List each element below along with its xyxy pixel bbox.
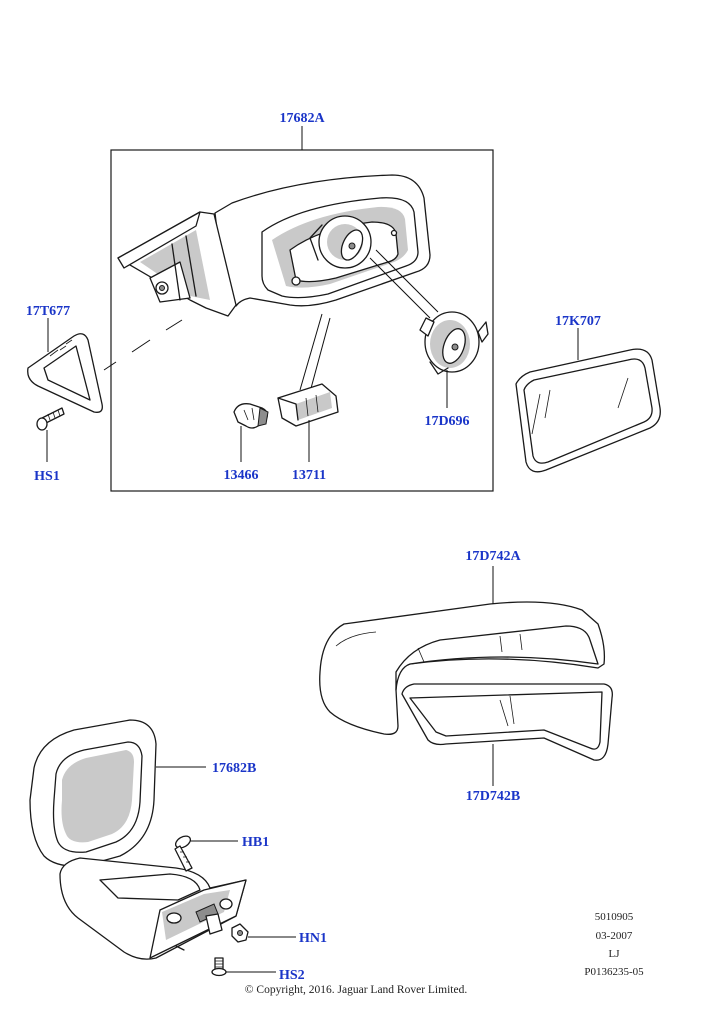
screw-hs1 [36, 407, 65, 431]
meta-line-1: 5010905 [595, 911, 634, 923]
nut-hn1 [231, 923, 249, 943]
callout-17682B[interactable]: 17682B [212, 761, 256, 776]
mirror-cover [319, 601, 606, 735]
mirror-glass [515, 348, 661, 473]
lamp-unit [277, 383, 339, 427]
callout-HB1[interactable]: HB1 [242, 835, 269, 850]
meta-line-2: 03-2007 [596, 930, 633, 942]
callout-17D742B[interactable]: 17D742B [466, 789, 520, 804]
meta-line-4: P0136235-05 [584, 966, 644, 978]
copyright: © Copyright, 2016. Jaguar Land Rover Lim… [245, 984, 468, 996]
callout-17D742A[interactable]: 17D742A [465, 549, 521, 564]
mirror-housing-lower [29, 719, 247, 960]
callout-17T677[interactable]: 17T677 [26, 304, 70, 319]
callout-13711[interactable]: 13711 [292, 468, 326, 483]
bulb [233, 403, 269, 429]
callout-13466[interactable]: 13466 [224, 468, 259, 483]
callout-17K707[interactable]: 17K707 [555, 314, 601, 329]
cover-trim [401, 683, 613, 761]
bolt-hb1 [174, 835, 193, 872]
callout-HS1[interactable]: HS1 [34, 469, 60, 484]
callout-HN1[interactable]: HN1 [299, 931, 327, 946]
callout-17682A[interactable]: 17682A [279, 111, 325, 126]
mirror-motor [419, 311, 489, 375]
gasket [27, 333, 103, 413]
callout-17D696[interactable]: 17D696 [424, 414, 469, 429]
screw-hs2 [211, 957, 227, 977]
callout-HS2[interactable]: HS2 [279, 968, 305, 983]
mirror-housing-upper [117, 174, 431, 317]
meta-line-3: LJ [609, 948, 621, 960]
